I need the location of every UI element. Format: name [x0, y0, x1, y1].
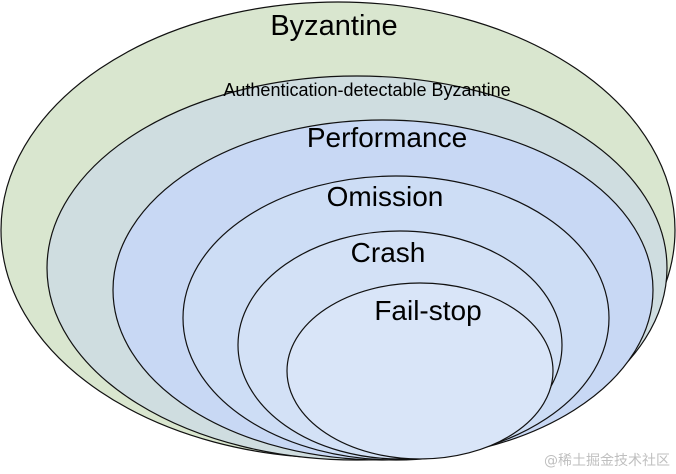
- label-omission: Omission: [326, 181, 444, 212]
- label-fail-stop: Fail-stop: [374, 295, 482, 326]
- watermark: @稀土掘金技术社区: [544, 453, 670, 469]
- label-byzantine: Byzantine: [270, 10, 398, 42]
- label-performance: Performance: [306, 122, 468, 153]
- label-crash: Crash: [350, 237, 426, 268]
- label-authentication-detectable-byzantine: Authentication-detectable Byzantine: [223, 80, 511, 100]
- ellipse-failstop: [286, 282, 554, 460]
